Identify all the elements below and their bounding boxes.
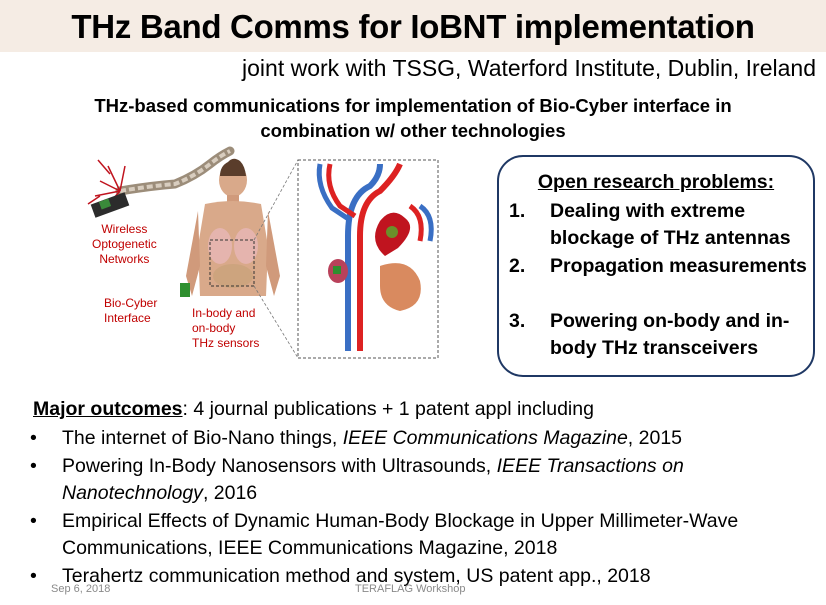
bullet-icon: • [30, 565, 37, 587]
slide-title: THz Band Comms for IoBNT implementation [71, 8, 755, 45]
bullet-icon: • [30, 427, 37, 449]
outcome-title: Powering In-Body Nanosensors with Ultras… [62, 455, 497, 477]
title-bar [0, 0, 826, 52]
label-thz-sensors: In-body and on-body THz sensors [192, 306, 260, 350]
bullet-icon: • [30, 455, 37, 477]
label-wireless-optogenetic: Wireless Optogenetic Networks [92, 222, 157, 266]
problem-number: 2. [509, 255, 526, 277]
neuron-graphic [87, 146, 235, 218]
human-torso [180, 158, 280, 297]
footer-date: Sep 6, 2018 [51, 583, 111, 595]
open-problems-box: Open research problems: 1. Dealing with … [497, 155, 815, 377]
major-outcomes-heading: Major outcomes: 4 journal publications +… [33, 398, 594, 421]
major-outcomes-label: Major outcomes [33, 398, 183, 420]
open-problems-title: Open research problems: [537, 171, 775, 193]
outcome-title: Empirical Effects of Dynamic Human-Body … [62, 510, 739, 559]
footer-event: TERAFLAG Workshop [355, 583, 466, 595]
problem-text: Dealing with extreme blockage of THz ant… [550, 200, 791, 249]
slide-subtitle: joint work with TSSG, Waterford Institut… [242, 55, 816, 81]
lead-line-2: combination w/ other technologies [260, 120, 566, 141]
outcome-year: , 2015 [627, 427, 683, 449]
outcome-venue: IEEE Transactions on Nanotechnology [62, 455, 684, 504]
bullet-icon: • [30, 510, 37, 532]
bio-cyber-illustration: Wireless Optogenetic Networks Bio-Cyber … [80, 146, 480, 366]
lead-line-1: THz-based communications for implementat… [94, 95, 732, 116]
major-outcomes-summary: : 4 journal publications + 1 patent appl… [182, 398, 594, 420]
outcome-year: , 2016 [202, 482, 258, 504]
problem-number: 3. [509, 310, 526, 332]
illustration-svg [87, 146, 439, 359]
outcome-title: Terahertz communication method and syste… [62, 565, 651, 587]
label-bio-cyber-interface: Bio-Cyber Interface [104, 296, 158, 325]
problem-text: Powering on-body and in-body THz transce… [550, 310, 790, 359]
lead-text: THz-based communications for implementat… [0, 93, 826, 143]
circulatory-zoom-panel [297, 159, 439, 359]
problem-number: 1. [509, 200, 526, 222]
outcome-title: The internet of Bio-Nano things, [62, 427, 343, 449]
problem-text: Propagation measurements [550, 255, 807, 277]
outcome-venue: IEEE Communications Magazine [342, 427, 628, 449]
